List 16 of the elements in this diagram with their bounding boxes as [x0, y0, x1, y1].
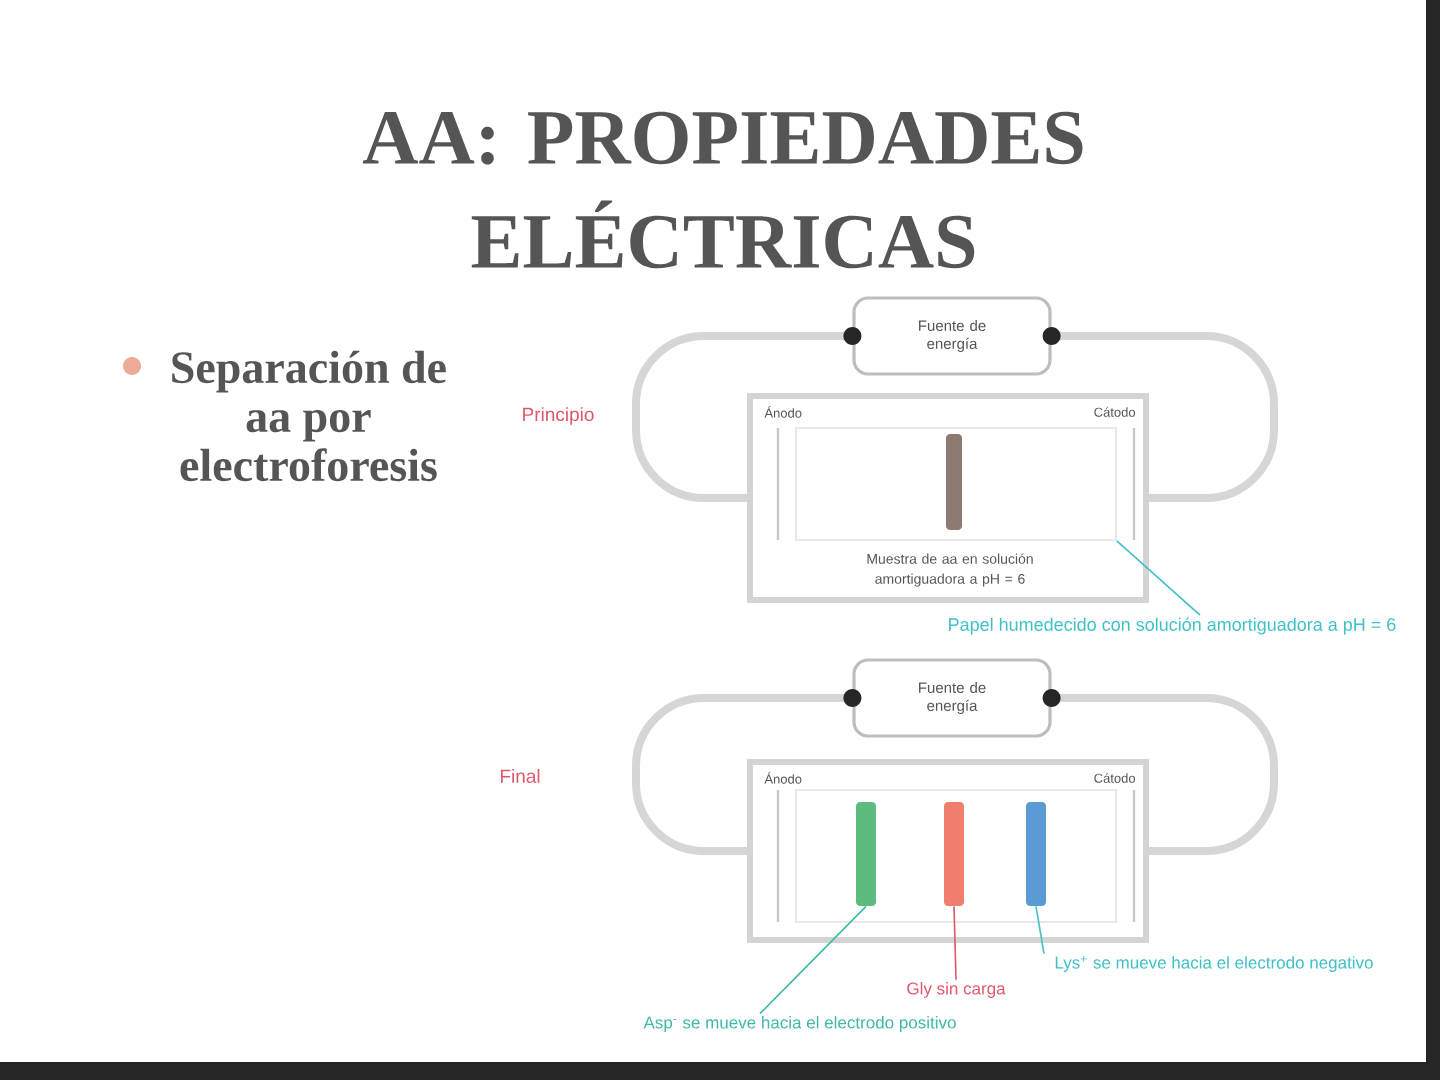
callout-text: Lys$^{+}$ se mueve hacia el electrodo negativo — [1055, 955, 1373, 972]
paper-strip — [795, 427, 1117, 541]
leader-line — [953, 905, 957, 981]
slide-title: AA: PROPIEDADES ELÉCTRICAS — [362, 111, 1083, 269]
amino-acid-band — [1026, 802, 1046, 906]
stage-label: Final — [501, 769, 540, 783]
callout-text: Papel humedecido con solución amortiguadora a pH = 6 — [949, 617, 1396, 635]
leader-line — [1116, 540, 1201, 616]
callout-text: Gly sin carga — [907, 982, 1006, 998]
leader-line — [759, 905, 867, 1015]
amino-acid-band — [856, 802, 876, 906]
leader-line — [1035, 905, 1045, 955]
stage-label: Principio — [523, 407, 594, 425]
amino-acid-band — [944, 802, 964, 906]
bullet-text: Separación de aa por electroforesis — [172, 350, 446, 482]
callout-text: Asp$^{-}$ se mueve hacia el electrodo positivo — [643, 1016, 956, 1032]
